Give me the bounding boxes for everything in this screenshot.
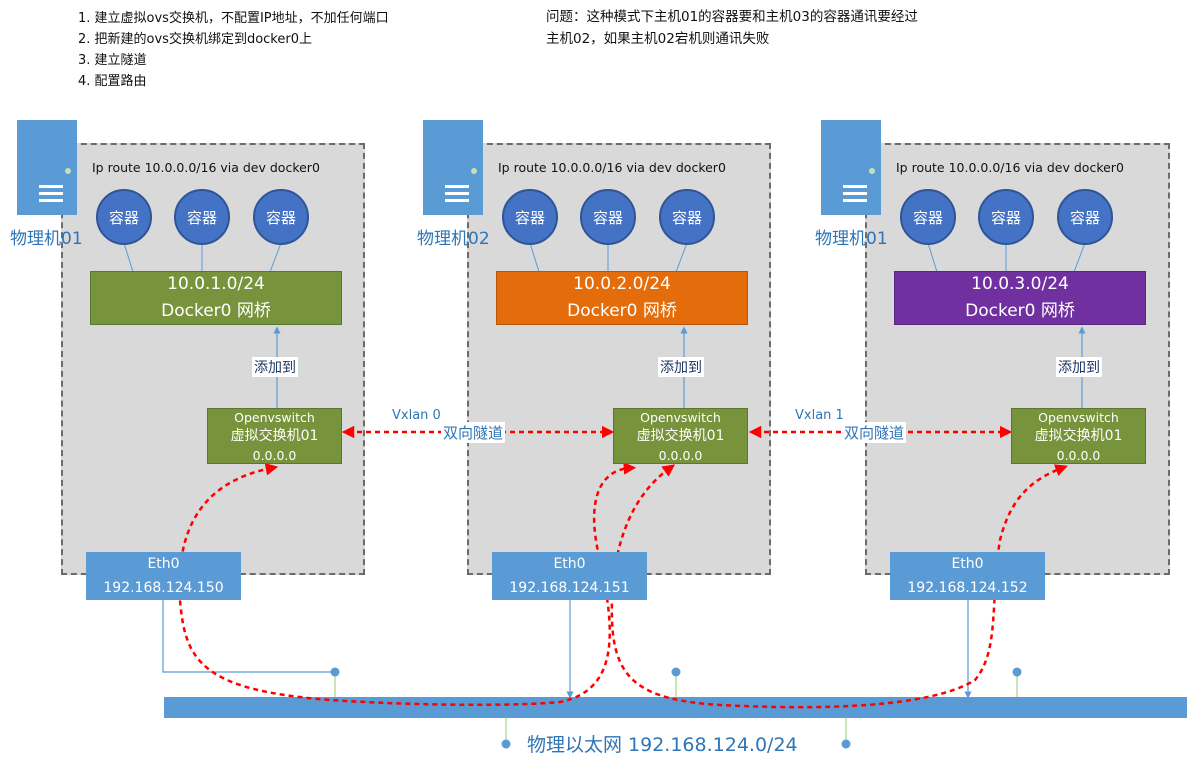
- vxlan-label: Vxlan 1: [795, 408, 844, 423]
- container-node: 容器: [1057, 189, 1113, 245]
- container-node: 容器: [659, 189, 715, 245]
- question-note: 问题：这种模式下主机01的容器要和主机03的容器通讯要经过主机02，如果主机02…: [546, 9, 918, 47]
- container-node: 容器: [978, 189, 1034, 245]
- docker0-bridge: 10.0.1.0/24 Docker0 网桥: [90, 271, 342, 325]
- docker0-bridge: 10.0.2.0/24 Docker0 网桥: [496, 271, 748, 325]
- bridge-subnet: 10.0.1.0/24: [167, 274, 265, 294]
- add-to-label: 添加到: [658, 357, 704, 377]
- eth-ip: 192.168.124.151: [509, 580, 630, 596]
- ovs-title: Openvswitch: [640, 409, 721, 425]
- host-name-label: 物理机01: [815, 229, 888, 249]
- container-node: 容器: [900, 189, 956, 245]
- ovs-ip: 0.0.0.0: [1056, 447, 1101, 463]
- route-text: Ip route 10.0.0.0/16 via dev docker0: [896, 160, 1124, 175]
- eth-ip: 192.168.124.152: [907, 580, 1028, 596]
- route-text: Ip route 10.0.0.0/16 via dev docker0: [92, 160, 320, 175]
- step-item: 1. 建立虚拟ovs交换机，不配置IP地址，不加任何端口: [78, 11, 389, 26]
- container-node: 容器: [502, 189, 558, 245]
- bridge-name: Docker0 网桥: [161, 301, 271, 321]
- ovs-name: 虚拟交换机01: [230, 427, 319, 444]
- ovs-ip: 0.0.0.0: [658, 447, 703, 463]
- route-text: Ip route 10.0.0.0/16 via dev docker0: [498, 160, 726, 175]
- ovs-name: 虚拟交换机01: [636, 427, 725, 444]
- network-label: 物理以太网 192.168.124.0/24: [527, 734, 798, 756]
- eth0-interface: Eth0 192.168.124.151: [492, 552, 647, 600]
- bridge-subnet: 10.0.2.0/24: [573, 274, 671, 294]
- container-node: 容器: [253, 189, 309, 245]
- container-node: 容器: [580, 189, 636, 245]
- ovs-switch: Openvswitch 虚拟交换机01 0.0.0.0: [207, 408, 342, 464]
- add-to-label: 添加到: [1056, 357, 1102, 377]
- tunnel-label: 双向隧道: [441, 422, 506, 443]
- eth-name: Eth0: [553, 556, 586, 572]
- add-to-label: 添加到: [252, 357, 298, 377]
- bridge-name: Docker0 网桥: [567, 301, 677, 321]
- bridge-subnet: 10.0.3.0/24: [971, 274, 1069, 294]
- eth0-interface: Eth0 192.168.124.150: [86, 552, 241, 600]
- ovs-ip: 0.0.0.0: [252, 447, 297, 463]
- eth-name: Eth0: [951, 556, 984, 572]
- server-icon: [821, 120, 881, 215]
- server-icon: [17, 120, 77, 215]
- ovs-title: Openvswitch: [1038, 409, 1119, 425]
- eth0-interface: Eth0 192.168.124.152: [890, 552, 1045, 600]
- server-icon: [423, 120, 483, 215]
- step-item: 2. 把新建的ovs交换机绑定到docker0上: [78, 32, 312, 47]
- steps-list: 1. 建立虚拟ovs交换机，不配置IP地址，不加任何端口 2. 把新建的ovs交…: [78, 8, 389, 92]
- ovs-title: Openvswitch: [234, 409, 315, 425]
- host-name-label: 物理机02: [417, 229, 490, 249]
- docker0-bridge: 10.0.3.0/24 Docker0 网桥: [894, 271, 1146, 325]
- step-item: 4. 配置路由: [78, 74, 147, 89]
- step-item: 3. 建立隧道: [78, 53, 147, 68]
- ethernet-bar: [164, 697, 1187, 718]
- vxlan-label: Vxlan 0: [392, 408, 441, 423]
- ovs-switch: Openvswitch 虚拟交换机01 0.0.0.0: [613, 408, 748, 464]
- host-name-label: 物理机01: [10, 229, 83, 249]
- tunnel-label: 双向隧道: [842, 422, 907, 443]
- bridge-name: Docker0 网桥: [965, 301, 1075, 321]
- container-node: 容器: [174, 189, 230, 245]
- eth-ip: 192.168.124.150: [103, 580, 224, 596]
- ovs-switch: Openvswitch 虚拟交换机01 0.0.0.0: [1011, 408, 1146, 464]
- eth-name: Eth0: [147, 556, 180, 572]
- container-node: 容器: [96, 189, 152, 245]
- ovs-name: 虚拟交换机01: [1034, 427, 1123, 444]
